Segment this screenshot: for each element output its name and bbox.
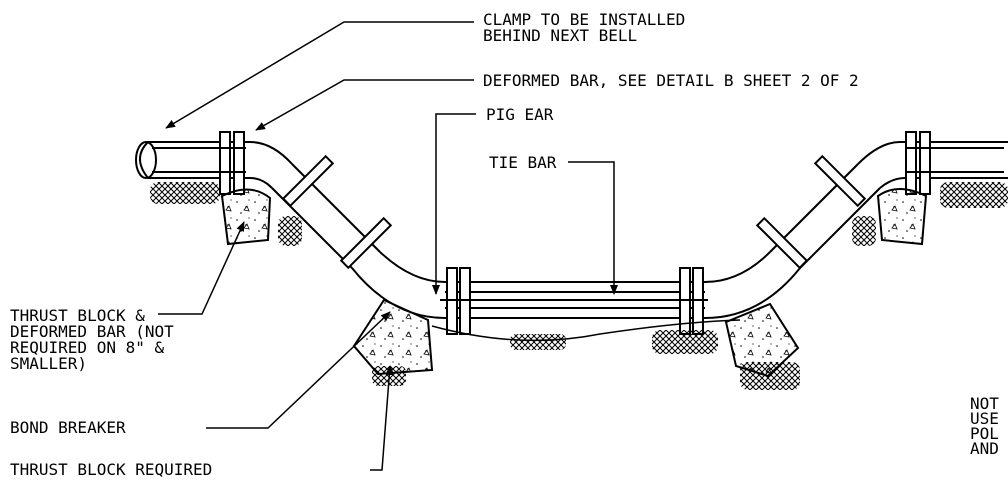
clamp-flange-right-1 [905,131,917,195]
clamp-flange-left-1 [219,131,231,195]
earth-hatch [940,182,1008,208]
left-elbow-upper [249,141,293,165]
callout-clamp-line2: BEHIND NEXT BELL [483,26,638,45]
thrust-block-center-left [352,298,434,376]
leader-deformed-bar [255,79,474,131]
callout-pig-ear: PIG EAR [486,105,554,124]
earth-hatch [278,216,302,246]
ground-line [431,319,741,342]
callout-bond-breaker: BOND BREAKER [10,418,126,437]
center-pipe [445,281,705,319]
left-elbow-lower [379,251,446,283]
note-fragment-line2: USE [970,409,999,428]
callout-thrust-deformed-line2: DEFORMED BAR (NOT [10,322,174,341]
leader-tie-bar [568,161,618,295]
note-fragment-line3: POL [970,424,999,443]
thrust-block-left [220,188,272,246]
callout-tie-bar: TIE BAR [489,153,557,172]
callout-deformed-bar: DEFORMED BAR, SEE DETAIL B SHEET 2 OF 2 [483,71,859,90]
leader-pig-ear [432,113,476,295]
clamp-flange-right-2 [919,131,931,195]
flange-right-diag-2 [813,154,867,208]
callout-thrust-required: THRUST BLOCK REQUIRED [10,460,213,479]
note-fragment-line1: NOT [970,394,999,413]
leader-bond-breaker [206,311,391,429]
thrust-block-right [876,188,928,246]
flange-left-diag-1 [281,154,335,208]
earth-hatch [852,216,876,246]
earth-hatch [510,334,566,350]
leader-thrust-deformed [158,221,245,315]
right-elbow-upper [857,141,901,165]
leader-thrust-required [370,365,394,471]
leader-clamp [165,21,474,129]
earth-hatch [150,182,220,204]
note-fragment-line4: AND [970,439,999,458]
callout-clamp-line1: CLAMP TO BE INSTALLED [483,10,686,29]
right-elbow-lower [704,251,771,283]
clamp-flange-left-2 [233,131,245,195]
earth-hatch [740,362,800,390]
flange-left-diag-2 [339,216,393,270]
flange-right-diag-1 [755,216,809,270]
callout-thrust-deformed-line1: THRUST BLOCK & [10,306,145,325]
callout-thrust-deformed-line4: SMALLER) [10,354,88,373]
callout-thrust-deformed-line3: REQUIRED ON 8" & [10,338,165,357]
earth-hatch [652,330,718,354]
